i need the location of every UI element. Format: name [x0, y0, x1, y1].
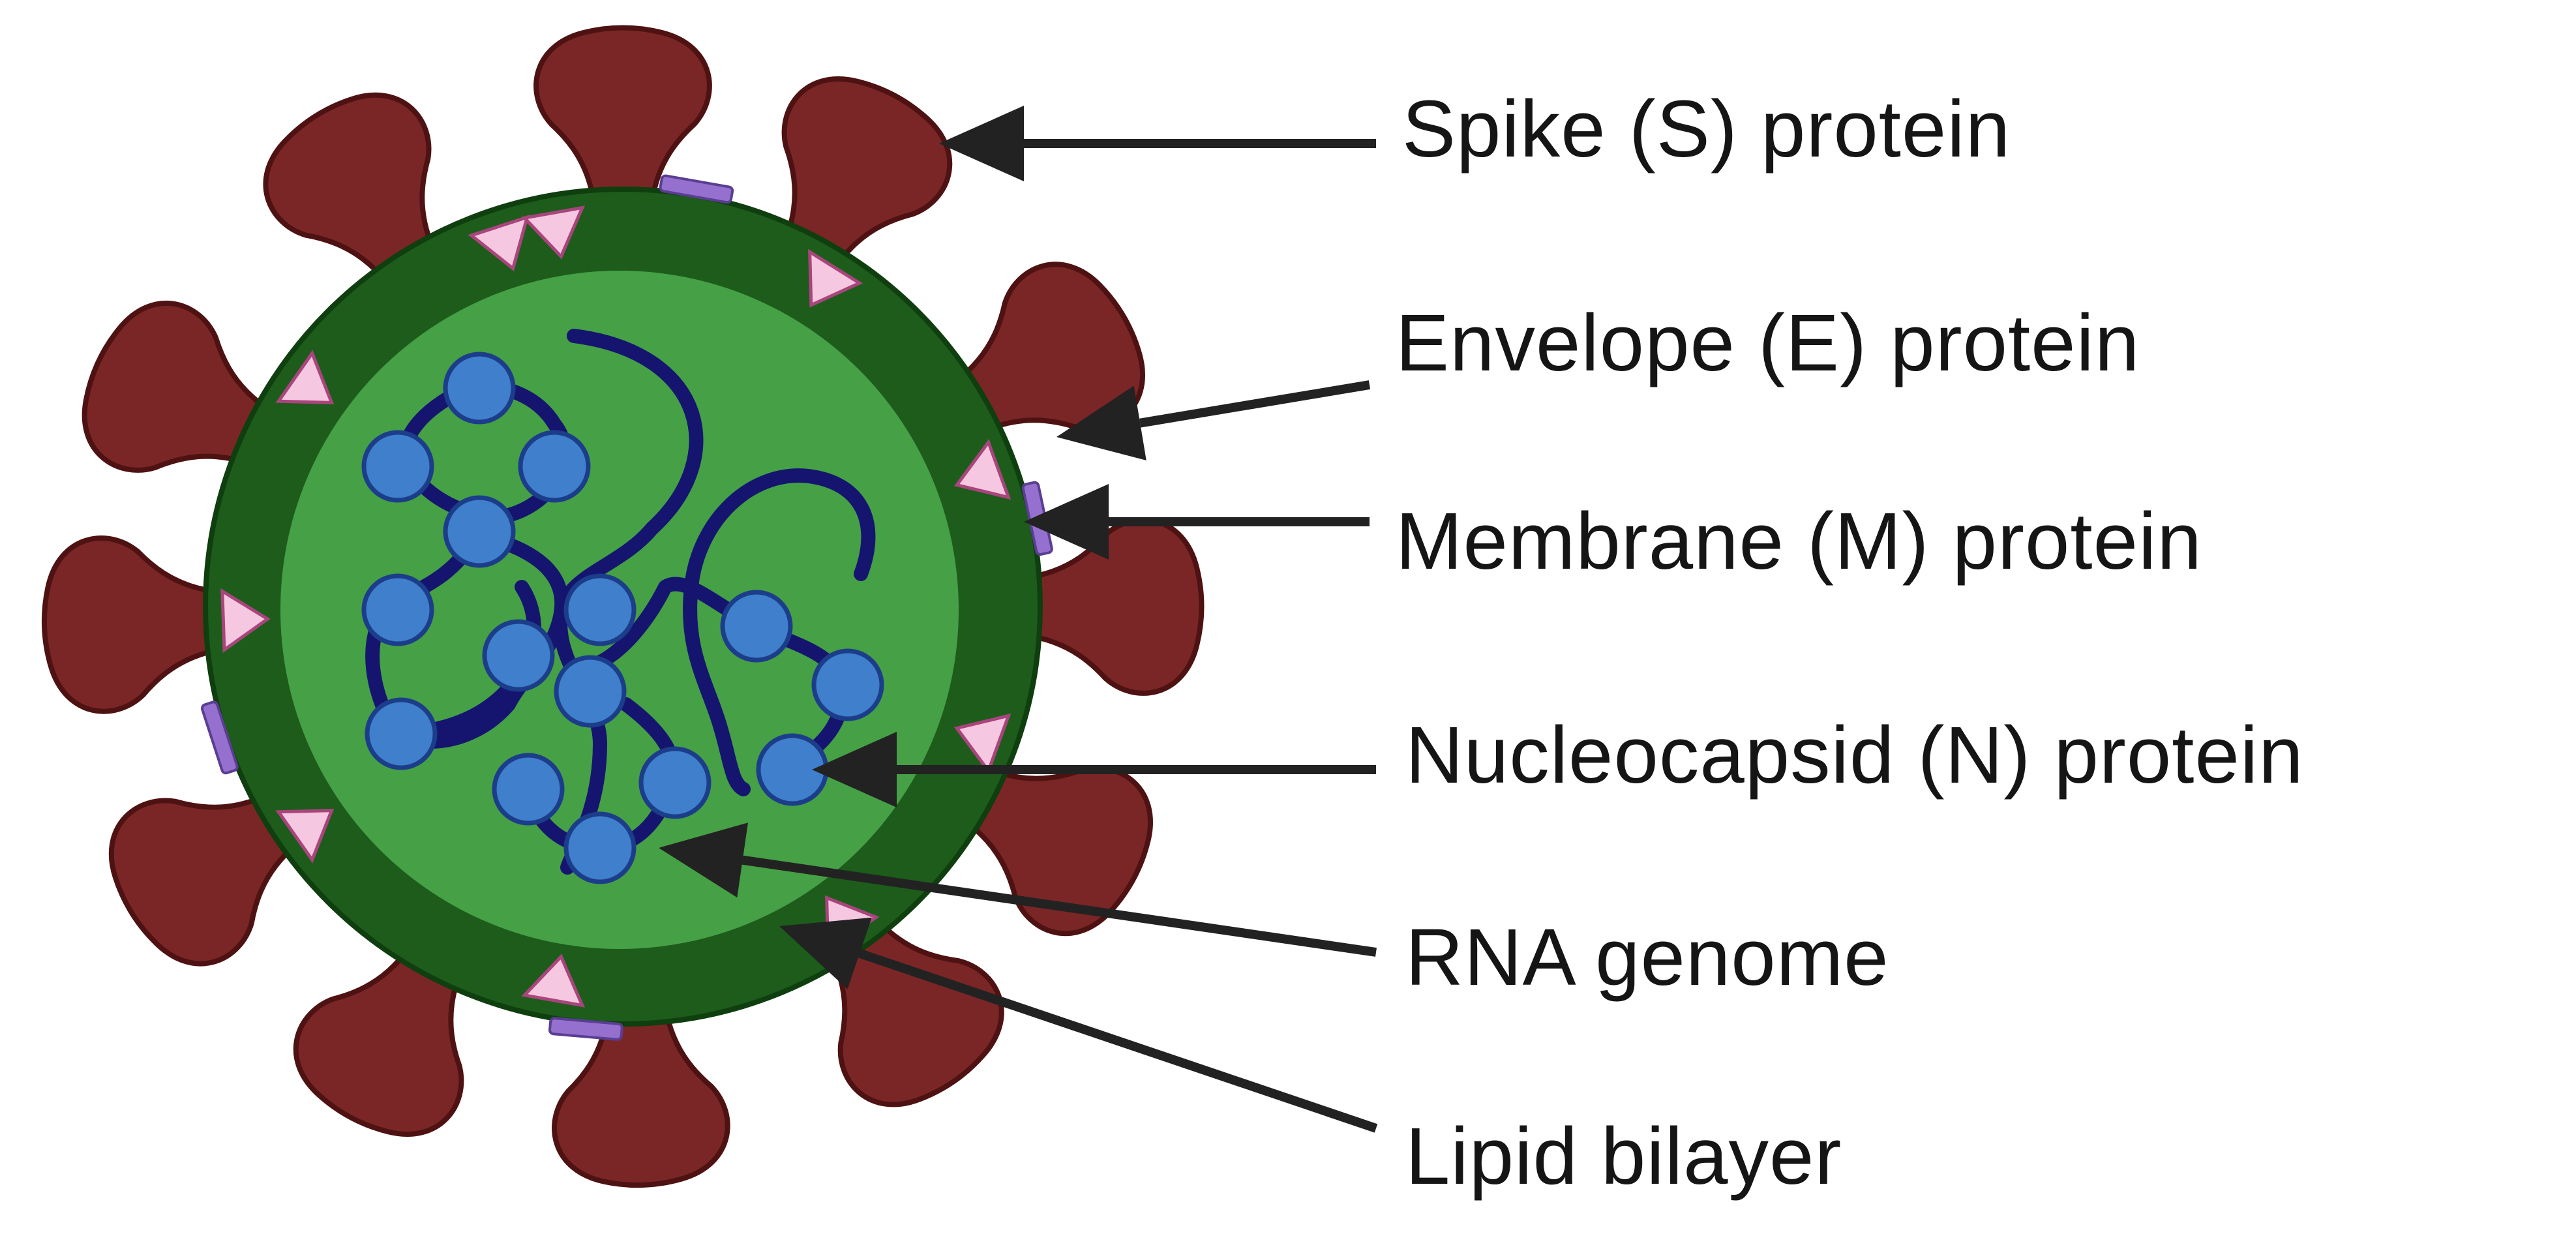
arrow-shaft	[858, 949, 1378, 1133]
label-envelope-protein: Envelope (E) protein	[1396, 299, 2140, 388]
arrow-membrane-protein	[1024, 484, 1370, 560]
label-lipid-bilayer: Lipid bilayer	[1405, 1112, 1842, 1201]
rna-strand	[683, 468, 876, 796]
membrane-protein	[275, 350, 335, 404]
spike-protein	[552, 968, 730, 1188]
membrane-protein	[275, 809, 335, 864]
arrow-head	[659, 822, 748, 898]
nucleocapsid-protein	[563, 811, 637, 884]
arrow-spike-protein	[939, 106, 1376, 181]
nucleocapsid-protein	[443, 352, 516, 425]
nucleocapsid-protein	[482, 619, 555, 692]
nucleocapsid-protein	[361, 573, 434, 646]
arrow-shaft	[1139, 380, 1371, 428]
envelope-protein	[200, 700, 239, 775]
nucleocapsid-protein	[365, 697, 438, 770]
label-rna-genome: RNA genome	[1405, 913, 1889, 1002]
nucleocapsid-protein	[361, 430, 434, 503]
nucleocapsid-protein	[492, 753, 565, 826]
nucleocapsid-proteins	[361, 352, 884, 884]
spike-protein	[533, 25, 712, 244]
virus-particle	[41, 25, 1205, 1188]
nucleocapsid-protein	[811, 648, 884, 721]
arrow-envelope-protein	[1056, 380, 1371, 460]
membrane-protein	[521, 205, 586, 260]
label-membrane-protein: Membrane (M) protein	[1396, 497, 2202, 586]
membrane-protein	[953, 438, 1011, 500]
nucleocapsid-protein	[554, 655, 627, 728]
envelope-protein	[548, 1017, 623, 1041]
label-arrows	[659, 106, 1378, 1133]
membrane-protein	[521, 954, 586, 1008]
nucleocapsid-protein	[443, 495, 516, 568]
label-nucleocapsid-protein: Nucleocapsid (N) protein	[1405, 711, 2304, 800]
nucleocapsid-protein	[638, 746, 711, 819]
arrow-nucleocapsid-protein	[812, 732, 1376, 807]
arrow-head	[1024, 484, 1109, 560]
membrane-proteins	[220, 205, 1011, 1008]
arrow-head	[939, 106, 1024, 181]
arrow-head	[1056, 385, 1146, 460]
arrow-rna-genome	[659, 822, 1377, 957]
nucleocapsid-protein	[720, 590, 793, 663]
membrane-protein	[808, 248, 863, 308]
arrow-head	[779, 917, 872, 989]
membrane-protein	[953, 713, 1011, 775]
membrane-protein	[220, 588, 271, 654]
envelope-protein	[659, 174, 734, 204]
label-spike-protein: Spike (S) protein	[1402, 85, 2011, 174]
spike-protein	[41, 535, 262, 714]
rna-strand	[521, 697, 680, 855]
arrow-lipid-bilayer	[779, 917, 1378, 1133]
nucleocapsid-protein	[518, 430, 591, 503]
arrow-shaft	[741, 855, 1377, 957]
membrane-protein	[468, 215, 530, 271]
nucleocapsid-protein	[563, 573, 637, 646]
arrow-head	[812, 732, 897, 807]
labels: Spike (S) protein Envelope (E) protein M…	[1396, 85, 2304, 1201]
